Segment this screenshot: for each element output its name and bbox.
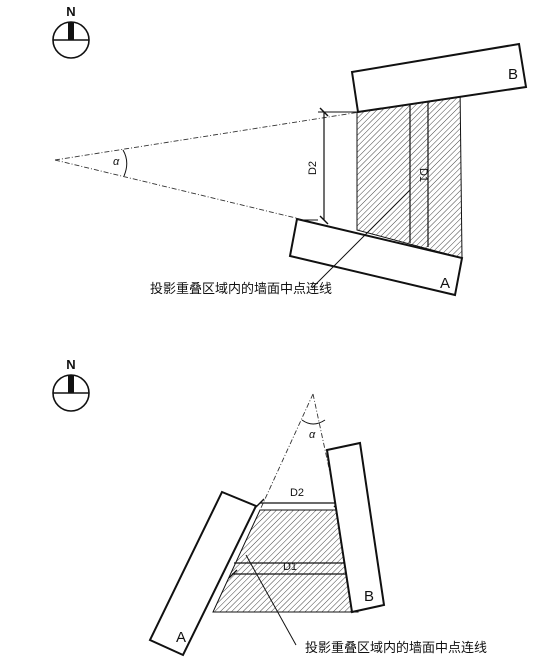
d2-tick-top xyxy=(319,107,329,117)
sight-line-upper-1 xyxy=(54,111,361,161)
building-a-1: A xyxy=(288,217,464,297)
north-pointer-icon xyxy=(68,22,74,40)
angle-arc-1 xyxy=(122,149,128,177)
building-b-1: B xyxy=(350,42,528,114)
north-pointer-icon xyxy=(68,375,74,393)
overlap-region-2 xyxy=(212,509,359,613)
building-b-label: B xyxy=(364,588,374,605)
d2-label: D2 xyxy=(290,487,304,499)
north-arrow-2: N xyxy=(52,357,90,412)
figure-1: N B A α D2 D1 投影 xyxy=(52,4,528,297)
annotation-leader-1 xyxy=(311,189,411,289)
d2-tick-bottom xyxy=(319,215,329,225)
north-arrow-1: N xyxy=(52,4,90,59)
annotation-label-2: 投影重叠区域内的墙面中点连线 xyxy=(305,640,487,655)
building-b-2: B xyxy=(325,441,386,614)
sight-line-lower-1 xyxy=(54,159,301,220)
d1-label: D1 xyxy=(417,168,429,182)
d1-tick-left xyxy=(228,569,238,579)
north-label: N xyxy=(66,357,75,372)
building-a-label: A xyxy=(440,275,450,292)
building-a-label: A xyxy=(176,629,186,646)
north-label: N xyxy=(66,4,75,19)
angle-arc-2 xyxy=(301,419,326,425)
d1-label: D1 xyxy=(283,561,297,573)
figure-2: N α D2 D1 A B 投影重叠区域内的墙面中点连线 xyxy=(52,357,487,657)
building-a-2: A xyxy=(148,490,258,657)
sight-line-left-2 xyxy=(259,393,314,511)
d2-tick-left xyxy=(255,498,265,508)
annotation-label-1: 投影重叠区域内的墙面中点连线 xyxy=(150,281,332,296)
angle-label: α xyxy=(309,429,316,441)
angle-label: α xyxy=(113,156,120,168)
d2-label: D2 xyxy=(307,161,319,175)
annotation-leader-2 xyxy=(245,554,297,646)
building-b-label: B xyxy=(508,66,518,83)
